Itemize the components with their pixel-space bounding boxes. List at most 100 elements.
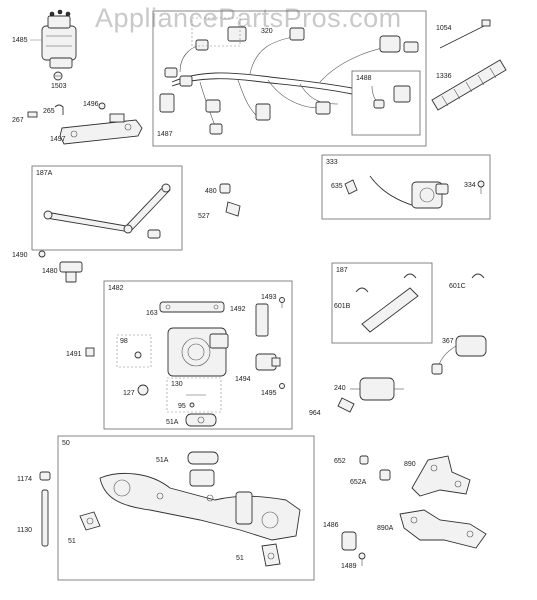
part-98[interactable]: [134, 351, 142, 359]
part-127[interactable]: [137, 384, 149, 396]
harness-box: [152, 10, 427, 147]
label-50: 50: [62, 440, 70, 447]
part-1174[interactable]: [39, 471, 51, 481]
label-1480: 1480: [42, 268, 58, 275]
label-51-bottom: 51: [236, 555, 244, 562]
label-890: 890: [404, 461, 416, 468]
label-1488: 1488: [356, 75, 372, 82]
part-1490[interactable]: [38, 250, 46, 258]
label-1492: 1492: [230, 306, 246, 313]
part-1130[interactable]: [41, 489, 49, 547]
label-1490: 1490: [12, 252, 28, 259]
part-187-hose[interactable]: [361, 287, 419, 333]
part-1336[interactable]: [431, 59, 507, 111]
label-1489: 1489: [341, 563, 357, 570]
part-527[interactable]: [225, 201, 241, 217]
part-890[interactable]: [411, 455, 471, 497]
part-890A[interactable]: [399, 509, 487, 549]
part-1489[interactable]: [358, 552, 366, 566]
label-51A-top: 51A: [166, 419, 179, 426]
part-964[interactable]: [337, 397, 355, 413]
label-1496: 1496: [83, 101, 99, 108]
part-267[interactable]: [27, 111, 38, 118]
label-964: 964: [309, 410, 321, 417]
part-1480[interactable]: [59, 261, 83, 283]
label-1491: 1491: [66, 351, 82, 358]
box-187: [331, 262, 433, 344]
part-1491[interactable]: [85, 347, 95, 357]
label-1130: 1130: [17, 527, 32, 534]
label-480: 480: [205, 188, 217, 195]
part-1485[interactable]: [41, 9, 77, 69]
part-1054[interactable]: [439, 19, 491, 49]
part-1495[interactable]: [279, 383, 285, 389]
part-163[interactable]: [159, 301, 225, 313]
label-265: 265: [43, 108, 55, 115]
label-1336: 1336: [436, 73, 452, 80]
label-635: 635: [331, 183, 343, 190]
label-1497: 1497: [50, 136, 66, 143]
label-333: 333: [326, 159, 338, 166]
label-320: 320: [261, 28, 273, 35]
part-1487-harness[interactable]: [159, 27, 419, 135]
label-187A: 187A: [36, 170, 53, 177]
part-1488[interactable]: [371, 85, 411, 109]
subbox-1488: [351, 70, 421, 136]
box-333: [321, 154, 491, 220]
label-1503: 1503: [51, 83, 67, 90]
label-127: 127: [123, 390, 135, 397]
label-95: 95: [178, 403, 186, 410]
part-652[interactable]: [359, 455, 369, 465]
part-265[interactable]: [54, 104, 64, 115]
part-1496[interactable]: [98, 102, 106, 110]
label-51A-mid: 51A: [156, 457, 169, 464]
label-187: 187: [336, 267, 348, 274]
part-652A[interactable]: [379, 469, 391, 481]
label-652A: 652A: [350, 479, 367, 486]
part-480[interactable]: [219, 183, 231, 194]
part-51A-top[interactable]: [185, 413, 217, 427]
label-1482: 1482: [108, 285, 124, 292]
part-333[interactable]: [369, 175, 449, 209]
subbox-320: [191, 17, 241, 47]
part-1494[interactable]: [255, 353, 281, 371]
part-187A-rail[interactable]: [43, 183, 171, 239]
label-98: 98: [120, 338, 128, 345]
part-635[interactable]: [344, 179, 358, 195]
label-1174: 1174: [17, 476, 32, 483]
part-1503[interactable]: [53, 71, 63, 81]
label-367: 367: [442, 338, 454, 345]
label-601C: 601C: [449, 283, 466, 290]
part-51-bottom[interactable]: [261, 543, 281, 567]
part-601B[interactable]: [355, 273, 417, 293]
part-1497[interactable]: [59, 113, 143, 145]
box-1482: [103, 280, 293, 430]
label-527: 527: [198, 213, 210, 220]
part-1492[interactable]: [255, 303, 269, 337]
part-1493[interactable]: [279, 297, 285, 309]
part-throttle-body[interactable]: [167, 327, 229, 377]
label-601B: 601B: [334, 303, 351, 310]
label-890A: 890A: [377, 525, 394, 532]
part-130[interactable]: [186, 394, 206, 408]
watermark-text: AppliancePartsPros.com: [95, 3, 402, 33]
part-51-left[interactable]: [79, 511, 101, 531]
label-1494: 1494: [235, 376, 251, 383]
part-320[interactable]: [227, 26, 247, 42]
part-601C[interactable]: [471, 273, 485, 279]
part-50-manifold[interactable]: [99, 469, 301, 541]
part-334[interactable]: [477, 180, 485, 194]
subbox-98: [116, 334, 152, 368]
label-1495: 1495: [261, 390, 277, 397]
label-51-left: 51: [68, 538, 76, 545]
part-1486[interactable]: [341, 531, 357, 551]
label-1054: 1054: [436, 25, 452, 32]
part-240[interactable]: [350, 377, 404, 401]
part-51A-mid[interactable]: [187, 451, 219, 465]
label-240: 240: [334, 385, 346, 392]
label-163: 163: [146, 310, 158, 317]
label-130: 130: [171, 381, 183, 388]
part-367[interactable]: [431, 335, 487, 375]
label-1487: 1487: [157, 131, 173, 138]
